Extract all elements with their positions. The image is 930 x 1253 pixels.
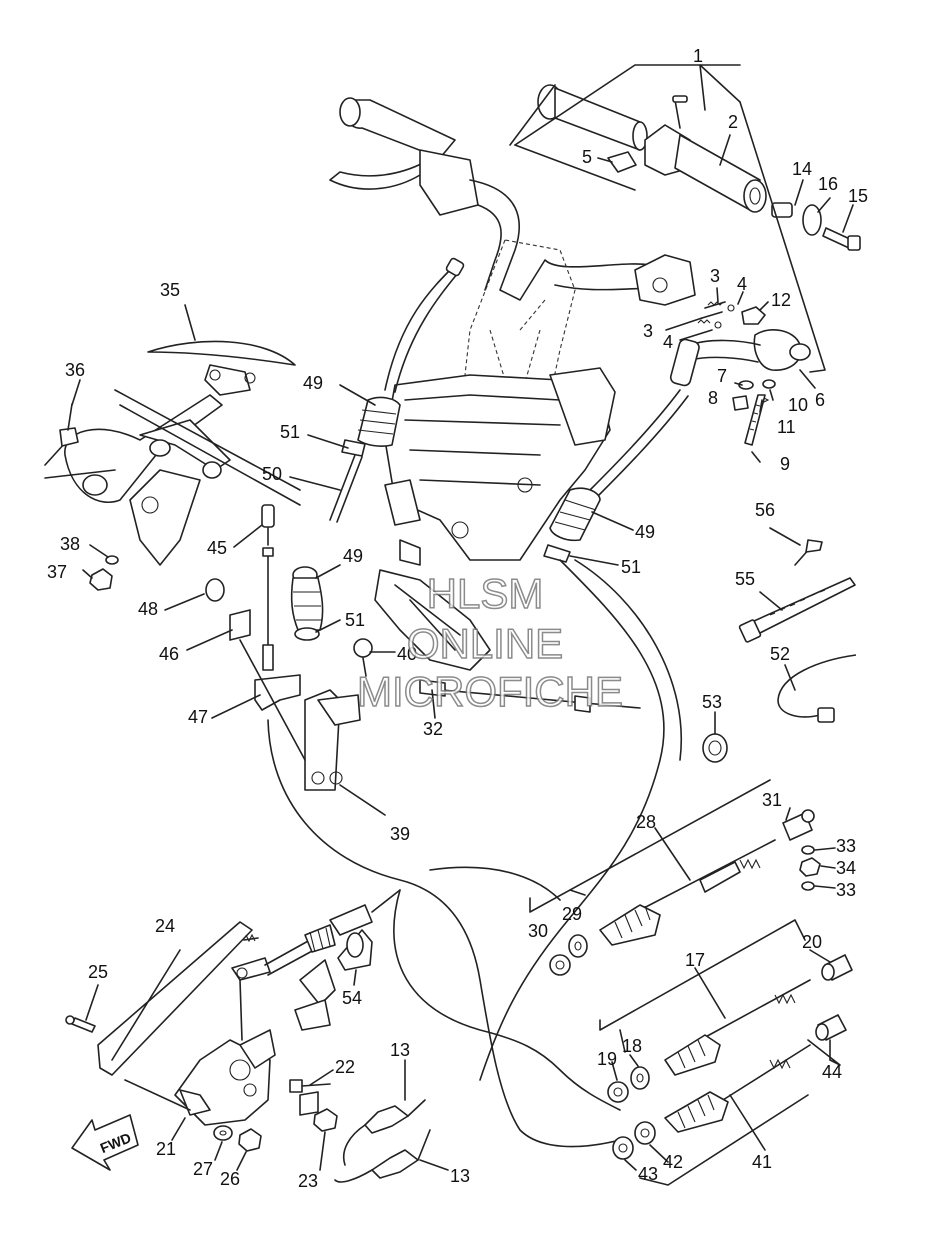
callout-46: 46 <box>159 644 179 664</box>
callout-50: 50 <box>262 464 282 484</box>
callout-56: 56 <box>755 500 775 520</box>
callout-12: 12 <box>771 290 791 310</box>
callout-8: 8 <box>708 388 718 408</box>
callout-3: 3 <box>643 321 653 341</box>
remote-control-box <box>65 889 401 1152</box>
callout-45: 45 <box>207 538 227 558</box>
callout-21: 21 <box>156 1139 176 1159</box>
ties-rivet <box>738 539 857 723</box>
shift-rod-bracket <box>229 504 641 791</box>
callout-33: 33 <box>836 880 856 900</box>
callout-40: 40 <box>397 644 417 664</box>
callout-25: 25 <box>88 962 108 982</box>
callout-32: 32 <box>423 719 443 739</box>
callout-4: 4 <box>663 332 673 352</box>
watermark-line-2: ONLINE <box>407 620 563 667</box>
callout-29: 29 <box>562 904 582 924</box>
callout-44: 44 <box>822 1062 842 1082</box>
callout-37: 37 <box>47 562 67 582</box>
cable-fittings-upper <box>549 733 821 976</box>
callout-10: 10 <box>788 395 808 415</box>
throttle-cable-fittings <box>669 301 811 446</box>
callout-41: 41 <box>752 1152 772 1172</box>
callout-28: 28 <box>636 812 656 832</box>
callout-49: 49 <box>343 546 363 566</box>
callout-5: 5 <box>582 147 592 167</box>
callout-54: 54 <box>342 988 362 1008</box>
callout-51: 51 <box>621 557 641 577</box>
callout-4: 4 <box>737 274 747 294</box>
callout-22: 22 <box>335 1057 355 1077</box>
cable-routing <box>267 559 682 1148</box>
right-grip-throttle <box>537 84 861 251</box>
callout-15: 15 <box>848 186 868 206</box>
callout-30: 30 <box>528 921 548 941</box>
callout-16: 16 <box>818 174 838 194</box>
callout-49: 49 <box>303 373 323 393</box>
callout-17: 17 <box>685 950 705 970</box>
callout-7: 7 <box>717 366 727 386</box>
callout-51: 51 <box>345 610 365 630</box>
callout-39: 39 <box>390 824 410 844</box>
switch-harness <box>334 1099 431 1183</box>
callout-53: 53 <box>702 692 722 712</box>
callout-47: 47 <box>188 707 208 727</box>
callout-9: 9 <box>780 454 790 474</box>
callout-24: 24 <box>155 916 175 936</box>
callout-numbers: 1 2 3 3 4 4 5 6 7 8 9 10 11 12 13 13 14 … <box>47 46 868 1191</box>
leader-lines <box>44 64 854 1186</box>
callout-26: 26 <box>220 1169 240 1189</box>
callout-13: 13 <box>390 1040 410 1060</box>
watermark-line-1: HLSM <box>427 570 544 617</box>
watermark: HLSM ONLINE MICROFICHE <box>356 569 624 716</box>
callout-52: 52 <box>770 644 790 664</box>
callout-20: 20 <box>802 932 822 952</box>
handlebar-assembly <box>329 97 696 306</box>
callout-13: 13 <box>450 1166 470 1186</box>
left-bracket-assembly <box>44 340 301 602</box>
callout-48: 48 <box>138 599 158 619</box>
callout-3: 3 <box>710 266 720 286</box>
callout-33: 33 <box>836 836 856 856</box>
callout-2: 2 <box>728 112 738 132</box>
cable-boots <box>290 257 689 641</box>
callout-18: 18 <box>622 1036 642 1056</box>
callout-1: 1 <box>693 46 703 66</box>
steering-column <box>374 239 616 671</box>
callout-51: 51 <box>280 422 300 442</box>
callout-35: 35 <box>160 280 180 300</box>
callout-36: 36 <box>65 360 85 380</box>
callout-23: 23 <box>298 1171 318 1191</box>
callout-11: 11 <box>777 417 796 437</box>
callout-14: 14 <box>792 159 812 179</box>
callout-19: 19 <box>597 1049 617 1069</box>
callout-49: 49 <box>635 522 655 542</box>
watermark-line-3: MICROFICHE <box>357 668 623 715</box>
callout-34: 34 <box>836 858 856 878</box>
callout-43: 43 <box>638 1164 658 1184</box>
forward-arrow: FWD <box>71 1114 139 1171</box>
callout-31: 31 <box>762 790 782 810</box>
callout-55: 55 <box>735 569 755 589</box>
callout-38: 38 <box>60 534 80 554</box>
callout-27: 27 <box>193 1159 213 1179</box>
callout-6: 6 <box>815 390 825 410</box>
cable-fittings-lower <box>607 954 853 1160</box>
callout-42: 42 <box>663 1152 683 1172</box>
